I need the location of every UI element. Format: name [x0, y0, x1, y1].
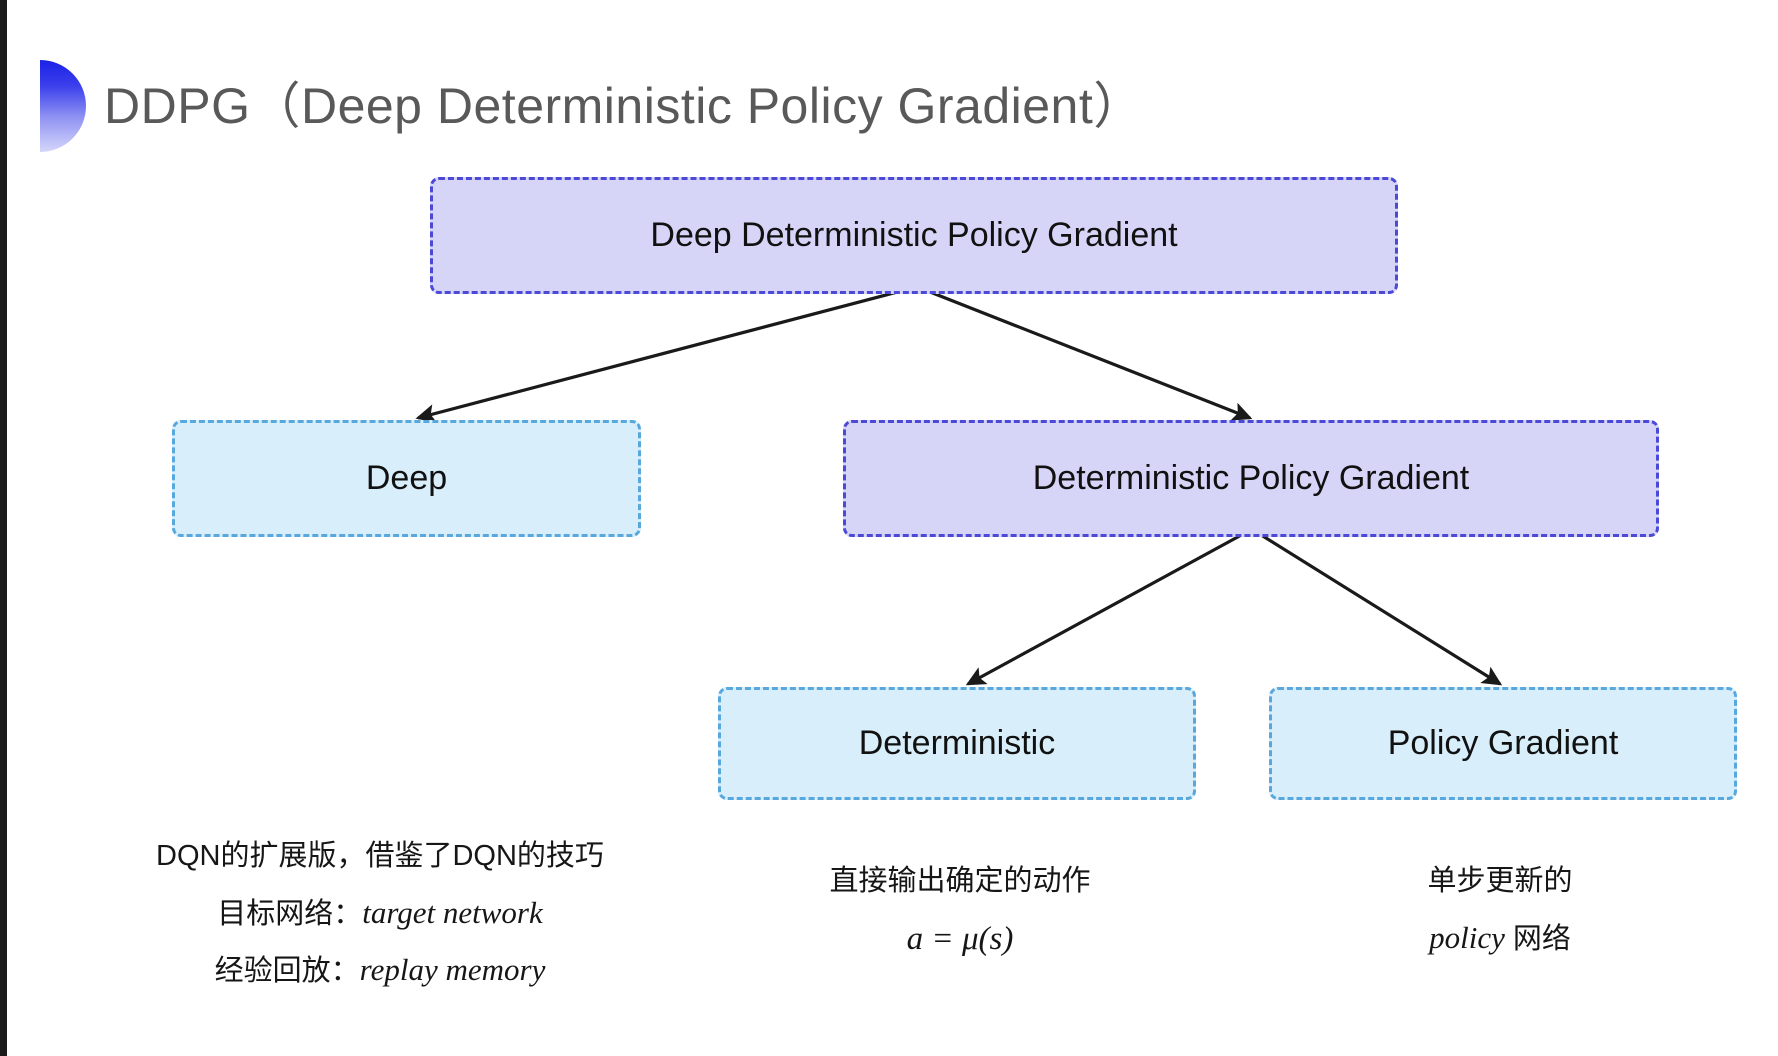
page-title: DDPG（Deep Deterministic Policy Gradient） — [40, 58, 1144, 154]
caption-deep: DQN的扩展版，借鉴了DQN的技巧 目标网络：target network 经验… — [100, 830, 660, 999]
caption-deep-line3-term: replay memory — [359, 952, 546, 988]
edge-dpg-to-deterministic — [965, 531, 1246, 686]
caption-deep-line2: 目标网络：target network — [100, 884, 660, 942]
node-root-label: Deep Deterministic Policy Gradient — [650, 215, 1178, 254]
node-deep[interactable]: Deep — [172, 420, 641, 537]
edge-root-to-deep — [415, 288, 906, 423]
caption-policy-gradient-line2: policy 网络 — [1280, 909, 1720, 967]
caption-policy-gradient: 单步更新的 policy 网络 — [1280, 855, 1720, 966]
node-dpg-label: Deterministic Policy Gradient — [1032, 458, 1470, 497]
node-deterministic-label: Deterministic — [858, 723, 1056, 762]
caption-deterministic-formula: a = μ(s) — [906, 920, 1014, 957]
caption-deterministic-line1: 直接输出确定的动作 — [829, 865, 1091, 897]
node-policy-gradient-label: Policy Gradient — [1387, 723, 1619, 762]
caption-deep-line3: 经验回放：replay memory — [100, 941, 660, 999]
caption-policy-gradient-suffix: 网络 — [1504, 922, 1571, 955]
caption-deep-line2-label: 目标网络： — [217, 897, 363, 930]
slide-left-edge-strip — [0, 0, 7, 1056]
edge-root-to-dpg — [924, 288, 1253, 421]
node-deterministic[interactable]: Deterministic — [718, 687, 1196, 800]
caption-deep-line3-label: 经验回放： — [214, 955, 360, 988]
edge-dpg-to-policy-gradient — [1257, 531, 1503, 686]
node-dpg[interactable]: Deterministic Policy Gradient — [843, 420, 1659, 537]
node-deep-label: Deep — [365, 458, 448, 497]
caption-policy-gradient-line1: 单步更新的 — [1427, 865, 1573, 897]
caption-deterministic: 直接输出确定的动作 a = μ(s) — [730, 855, 1190, 970]
caption-policy-gradient-term: policy — [1429, 919, 1505, 955]
node-policy-gradient[interactable]: Policy Gradient — [1269, 687, 1737, 800]
caption-deep-line1: DQN的扩展版，借鉴了DQN的技巧 — [156, 840, 604, 872]
node-root[interactable]: Deep Deterministic Policy Gradient — [430, 177, 1398, 294]
page-title-text: DDPG（Deep Deterministic Policy Gradient） — [104, 78, 1144, 134]
half-circle-gradient-icon — [40, 60, 86, 152]
caption-deep-line2-term: target network — [362, 894, 543, 930]
